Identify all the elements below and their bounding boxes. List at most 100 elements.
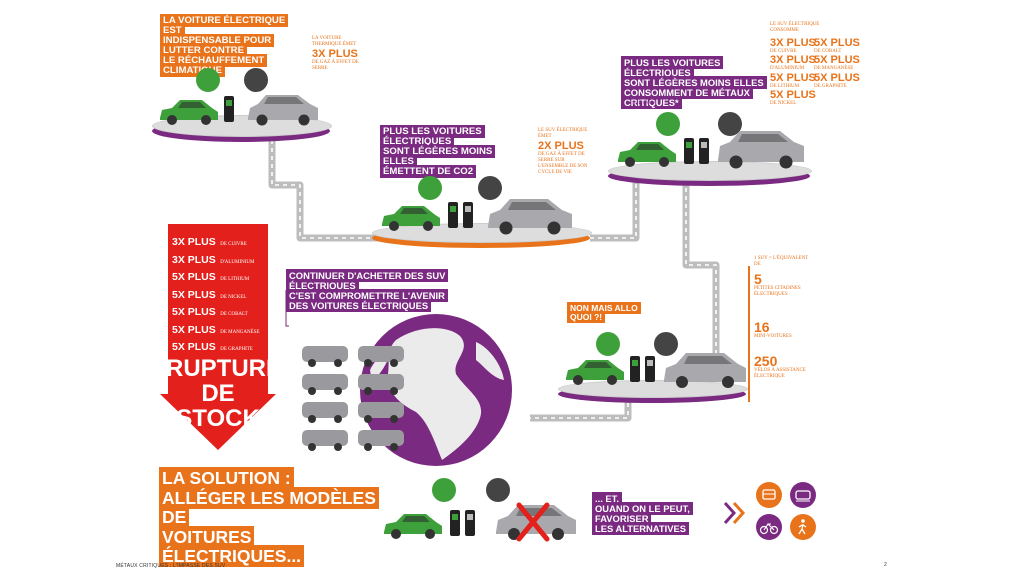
title-line: La solution : — [159, 467, 294, 489]
suv-fleet-icon — [302, 346, 404, 451]
note-text: Le SUV électrique émet — [538, 128, 588, 140]
chevron-right-icon — [723, 501, 746, 525]
metal-item: 5X PLUSde manganèse — [814, 55, 864, 72]
arrow-label: de manganèse — [220, 329, 260, 335]
pollution-badge-icon — [244, 68, 268, 92]
title-line: c'est compromettre l'avenir — [286, 288, 448, 302]
arrow-label: de cobalt — [220, 312, 248, 317]
note-text: La voiture thermique émet — [312, 36, 357, 48]
page-number: 2 — [884, 562, 887, 568]
platform-top — [152, 115, 332, 137]
metal-figure: 5X PLUS — [814, 54, 860, 67]
green-car-icon — [566, 360, 624, 385]
title-line: Alléger les modèles de — [159, 486, 379, 529]
metal-item: 5X PLUSde graphite — [814, 71, 864, 90]
equiv-divider — [748, 266, 750, 402]
title-climate: La voiture électrique est indispensable … — [160, 14, 300, 78]
green-car-icon — [618, 142, 676, 167]
arrow-figure: 3X PLUS — [172, 253, 216, 266]
charger-icon — [448, 202, 473, 228]
arrow-item: 5X PLUS de graphite — [172, 337, 268, 355]
footnote: * métaux critiques : matières premières … — [632, 95, 749, 105]
metal-figure: 5X PLUS — [814, 71, 860, 84]
arrow-item: 5X PLUS de cobalt — [172, 302, 268, 320]
note-text: de gaz à effet de serre sur l'ensemble d… — [538, 151, 588, 176]
alternatives-text: ... et, quand on le peut, favoriser les … — [592, 492, 722, 535]
leaf-badge-icon — [418, 176, 442, 200]
title-line: indispensable pour lutter contre — [160, 34, 275, 58]
equiv-label: petites citadines électriques — [754, 286, 801, 298]
green-car-icon — [160, 100, 218, 125]
arrow-figure: 5X PLUS — [172, 306, 216, 318]
metal-label: de manganèse — [814, 66, 854, 72]
grey-suv-icon — [664, 353, 746, 388]
note-text: de gaz à effet de serre — [312, 59, 359, 71]
footer-title: Métaux critiques : l'impasse des SUV — [116, 563, 226, 569]
arrow-label: de lithium — [220, 277, 250, 282]
metal-label: de cobalt — [814, 49, 842, 54]
metal-figure: 3X PLUS — [770, 37, 816, 49]
title-line: Non mais allo quoi ?! — [567, 302, 641, 323]
pedestrian-icon — [790, 514, 816, 540]
note-figure: 2X PLUS — [538, 139, 584, 152]
title-co2: Plus les voitures électriques sont légèr… — [380, 125, 510, 179]
charger-icon — [684, 138, 709, 164]
allo-label: Non mais allo quoi ?! — [567, 302, 657, 323]
equiv-item: 16 mini-voitures — [754, 320, 814, 340]
metal-label: de nickel — [770, 100, 797, 106]
title-metals: Plus les voitures électriques sont légèr… — [621, 56, 769, 109]
grey-suv-icon — [248, 95, 318, 126]
bracket-line — [285, 290, 289, 327]
metals-list-right: 5X PLUSde cobalt 5X PLUSde manganèse 5X … — [814, 38, 864, 90]
leaf-badge-icon — [596, 332, 620, 356]
metal-figure: 3X PLUS — [770, 54, 816, 67]
rupture-line: RUPTURE — [166, 355, 283, 382]
bicycle-icon — [756, 514, 782, 540]
equiv-item: 5 petites citadines électriques — [754, 272, 814, 299]
arrow-label: de cuivre — [220, 242, 247, 247]
platform-top — [608, 161, 812, 181]
metal-item: 3X PLUSd'aluminium — [770, 55, 818, 72]
title-line: voitures électriques... — [159, 525, 305, 568]
arrow-label: de nickel — [220, 294, 247, 300]
arrow-label: de graphite — [220, 347, 253, 352]
arrow-item: 3X PLUS d'aluminium — [172, 250, 268, 268]
arrow-figure: 5X PLUS — [172, 271, 216, 283]
arrow-metals-list: 3X PLUS de cuivre 3X PLUS d'aluminium 5X… — [172, 232, 268, 355]
grey-suv-icon — [718, 131, 804, 169]
metal-label: d'aluminium — [770, 66, 805, 72]
solution-title: La solution : Alléger les modèles de voi… — [159, 467, 379, 568]
equiv-item: 250 vélos à assistance électrique — [754, 354, 814, 381]
suv-fleet — [302, 346, 412, 456]
note-figure: 3X PLUS — [312, 47, 358, 60]
metal-item: 5X PLUSde nickel — [770, 89, 818, 107]
pollution-badge-icon — [478, 176, 502, 200]
metal-label: de graphite — [814, 83, 847, 89]
metal-item: 3X PLUSde cuivre — [770, 38, 818, 55]
charger-icon — [630, 356, 655, 382]
title-line: sont légères moins elles — [621, 75, 767, 89]
charger-icon — [224, 96, 234, 122]
note-thermal: La voiture thermique émet 3X PLUS de gaz… — [312, 36, 364, 72]
note-suv-emissions: Le SUV électrique émet 2X PLUS de gaz à … — [538, 128, 596, 177]
red-arrow — [160, 224, 276, 450]
bus-icon — [756, 482, 782, 508]
charger-icon — [450, 510, 475, 536]
cross-icon — [516, 502, 550, 542]
equiv-intro: 1 SUV = l'équivalent de — [754, 256, 809, 268]
metal-figure: 5X PLUS — [770, 71, 816, 84]
metals-intro: Le SUV électrique consomme — [770, 22, 820, 34]
pollution-badge-icon — [486, 478, 510, 502]
arrow-figure: 5X PLUS — [172, 288, 216, 301]
train-icon — [790, 482, 816, 508]
metal-item: 5X PLUSde cobalt — [814, 38, 864, 55]
pollution-badge-icon — [718, 112, 742, 136]
equiv-figure: 16 — [754, 319, 770, 335]
grey-suv-icon — [488, 199, 572, 235]
green-car-icon — [384, 514, 442, 539]
leaf-badge-icon — [432, 478, 456, 502]
title-line: ... et, — [592, 492, 622, 505]
title-line: des voitures électriques — [286, 298, 432, 312]
